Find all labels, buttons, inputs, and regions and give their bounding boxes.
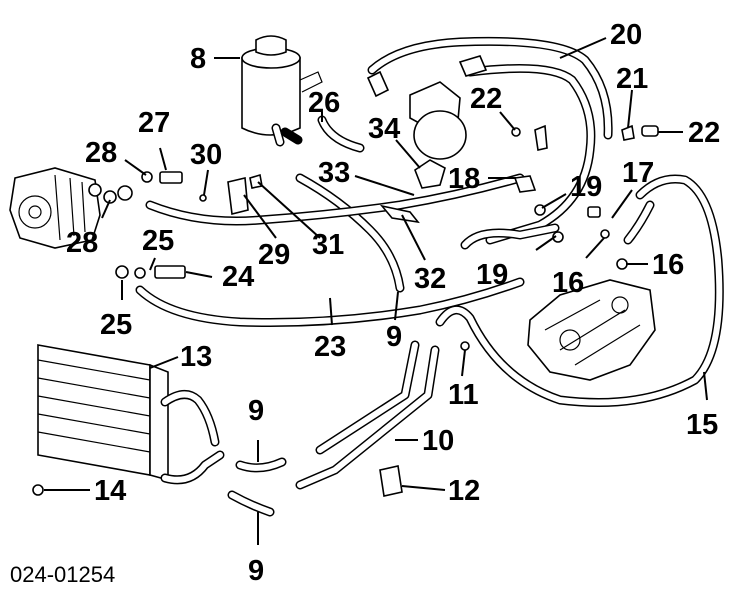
steering-gear-part <box>527 279 656 381</box>
callout-16: 16 <box>552 267 584 299</box>
callout-12: 12 <box>448 475 480 507</box>
line-23 <box>135 277 525 327</box>
hose-9-lower-b <box>227 490 275 517</box>
hose-26 <box>317 115 365 153</box>
callout-28: 28 <box>66 227 98 259</box>
callout-32: 32 <box>414 263 446 295</box>
callout-25: 25 <box>100 309 132 341</box>
callout-33: 33 <box>318 157 350 189</box>
reservoir-cap-part <box>409 81 467 160</box>
line-main <box>145 173 525 226</box>
callout-25: 25 <box>142 225 174 257</box>
callout-31: 31 <box>312 229 344 261</box>
callout-30: 30 <box>190 139 222 171</box>
diagram-code: 024-01254 <box>10 562 115 587</box>
callout-13: 13 <box>180 341 212 373</box>
callout-9: 9 <box>386 321 402 353</box>
callout-11: 11 <box>448 379 479 411</box>
hose-9-upper <box>295 173 405 293</box>
leader-lines <box>44 37 708 545</box>
callout-17: 17 <box>622 157 654 189</box>
cooler-part <box>37 344 169 482</box>
hose-15 <box>435 174 724 407</box>
callout-9: 9 <box>248 395 264 427</box>
reservoir-part <box>241 35 323 147</box>
hose-17 <box>623 200 655 245</box>
callout-18: 18 <box>448 163 480 195</box>
pump-part <box>9 167 133 249</box>
callout-29: 29 <box>258 239 290 271</box>
callout-16: 16 <box>652 249 684 281</box>
callout-10: 10 <box>422 425 454 457</box>
fittings <box>32 55 659 497</box>
callout-27: 27 <box>138 107 170 139</box>
callout-19: 19 <box>476 259 508 291</box>
callout-19: 19 <box>570 171 602 203</box>
callout-8: 8 <box>190 43 206 75</box>
callout-23: 23 <box>314 331 346 363</box>
callout-22: 22 <box>470 83 502 115</box>
hose-9-lower-a <box>235 457 287 473</box>
callout-22: 22 <box>688 117 720 149</box>
callout-labels: 8 20 21 22 22 26 27 28 28 30 34 33 18 19… <box>66 19 720 587</box>
callout-15: 15 <box>686 409 718 441</box>
line-19 <box>460 223 560 250</box>
callout-14: 14 <box>94 475 126 507</box>
callout-28: 28 <box>85 137 117 169</box>
callout-9: 9 <box>248 555 264 587</box>
callout-26: 26 <box>308 87 340 119</box>
callout-21: 21 <box>616 63 648 95</box>
callout-24: 24 <box>222 261 254 293</box>
callout-34: 34 <box>368 113 400 145</box>
line-10 <box>295 340 440 490</box>
hose-cooler <box>160 390 225 485</box>
callout-20: 20 <box>610 19 642 51</box>
hose-20 <box>367 36 613 245</box>
